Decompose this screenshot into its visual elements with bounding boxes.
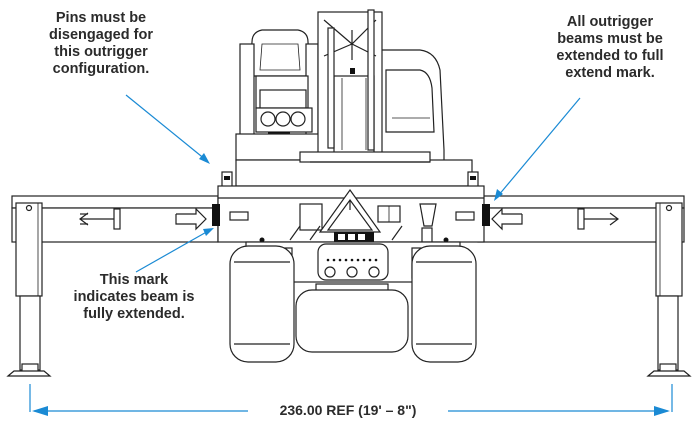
callout-extend-mark: This mark indicates beam is fully extend… [73,272,195,322]
callout-beams-extended: All outrigger beams must be extended to … [556,14,664,81]
carrier-frame [212,185,490,243]
wheels [229,245,477,363]
leader-lines [125,94,581,273]
callout-pins-disengaged: Pins must be disengaged for this outrigg… [49,10,153,77]
boom-mast [317,9,383,163]
right-outrigger [477,195,692,377]
dimension-label: 236.00 REF (19' – 8") [248,402,448,418]
operator-station [235,29,327,161]
left-outrigger [6,195,219,377]
